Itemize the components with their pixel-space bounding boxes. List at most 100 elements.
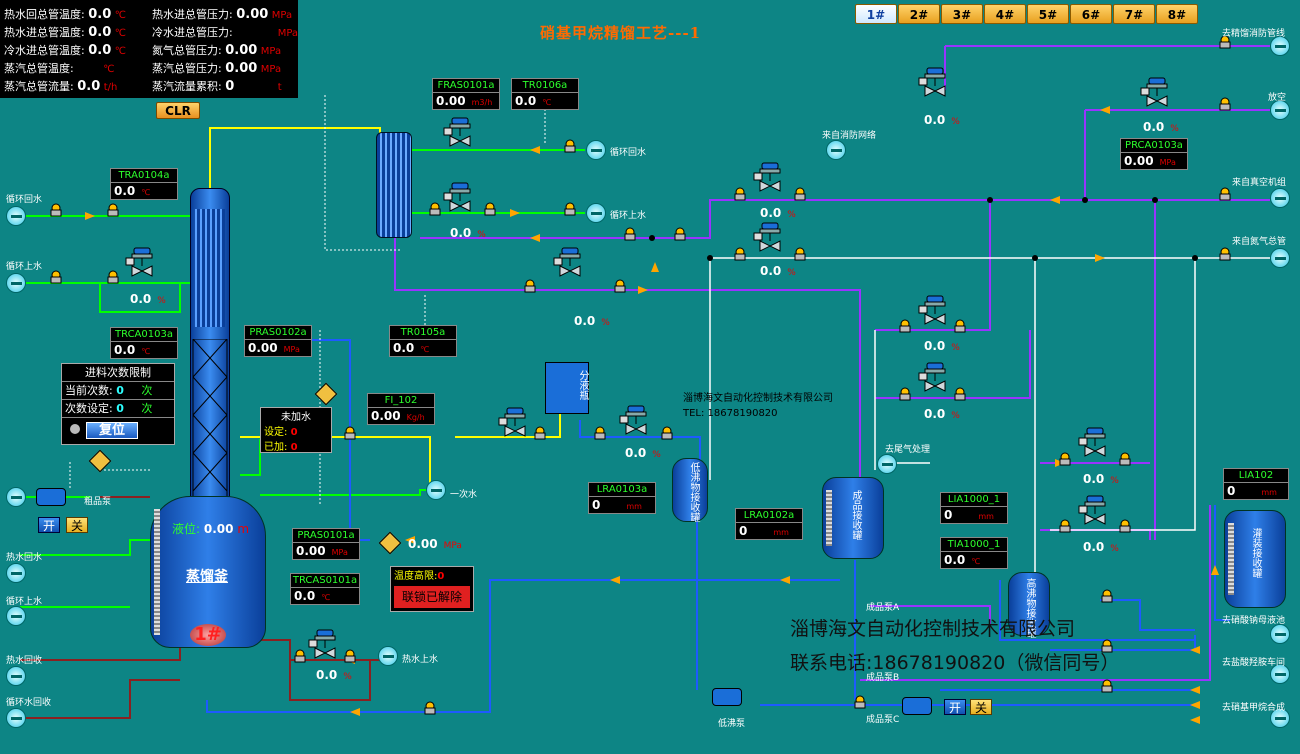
set-count-value[interactable]: 0	[116, 402, 124, 415]
connector-icon[interactable]	[586, 203, 606, 223]
label-recirc-supply-top: 循环上水	[610, 211, 647, 221]
water-feed-panel: 未加水 设定: 0 已加: 0	[260, 407, 332, 453]
connector-icon[interactable]	[378, 646, 398, 666]
connector-icon[interactable]	[6, 206, 26, 226]
label-from-nitrogen: 来自氮气总管	[1232, 237, 1287, 247]
tab-unit-3[interactable]: 3#	[941, 4, 983, 24]
low-boil-pump-label: 低沸泵	[718, 719, 746, 729]
water-feed-title: 未加水	[281, 412, 311, 423]
connector-icon[interactable]	[1270, 624, 1290, 644]
pump-icon[interactable]	[712, 688, 742, 706]
tab-unit-6[interactable]: 6#	[1070, 4, 1112, 24]
valve-readout: 0.0%	[625, 446, 661, 460]
tab-unit-1[interactable]: 1#	[855, 4, 897, 24]
temp-high-value[interactable]: 0	[437, 571, 445, 582]
interlock-released-button[interactable]: 联锁已解除	[394, 586, 470, 608]
valve-readout: 0.0%	[760, 264, 796, 278]
label-recirc-supply-2: 循环上水	[6, 597, 43, 607]
connector-icon[interactable]	[877, 454, 897, 474]
connector-icon[interactable]	[1270, 708, 1290, 728]
tab-unit-8[interactable]: 8#	[1156, 4, 1198, 24]
product-pump-c-label: 成品泵C	[866, 715, 900, 725]
label-to-sodium: 去硝酸钠母液池	[1222, 616, 1286, 626]
valve-readout: 0.0%	[574, 314, 610, 328]
connector-icon[interactable]	[1270, 188, 1290, 208]
connector-icon[interactable]	[826, 140, 846, 160]
connector-icon[interactable]	[1270, 100, 1290, 120]
temperature-alarm-panel: 温度高限:0 联锁已解除	[390, 566, 474, 612]
splitter-label: 分液瓶	[577, 370, 588, 400]
crude-pump-on-button[interactable]: 开	[38, 517, 60, 533]
high-boil-tank	[1008, 572, 1050, 636]
still-label: 蒸馏釜	[186, 569, 228, 585]
label-to-hcl: 去盐酸羟胺车间	[1222, 658, 1286, 668]
valve-readout: 0.0%	[760, 206, 796, 220]
product-tank-label: 成品接收罐	[850, 490, 861, 540]
distillation-column	[190, 188, 230, 500]
connector-icon[interactable]	[6, 666, 26, 686]
water-added-value: 0	[290, 442, 298, 453]
connector-icon[interactable]	[6, 606, 26, 626]
clr-button[interactable]: CLR	[156, 102, 200, 119]
label-recirc-return-left: 循环回水	[6, 195, 43, 205]
connector-icon[interactable]	[6, 708, 26, 728]
current-count-value: 0	[116, 384, 124, 397]
pump-icon[interactable]	[36, 488, 66, 506]
connector-icon[interactable]	[586, 140, 606, 160]
valve-readout: 0.0%	[924, 339, 960, 353]
crude-pump-off-button[interactable]: 关	[66, 517, 88, 533]
connector-icon[interactable]	[426, 480, 446, 500]
splitter-vessel	[545, 362, 589, 414]
feed-limit-title: 进料次数限制	[62, 364, 174, 382]
valve-readout: 0.0%	[1143, 120, 1179, 134]
valve-readout: 0.0%	[316, 668, 352, 682]
tab-unit-2[interactable]: 2#	[898, 4, 940, 24]
set-count-label: 次数设定:	[65, 402, 113, 415]
valve-readout: 0.0%	[1083, 472, 1119, 486]
connector-icon[interactable]	[1270, 248, 1290, 268]
label-primary-water: 一次水	[450, 490, 478, 500]
company-name-watermark: 淄博海文自动化控制技术有限公司	[790, 618, 1076, 640]
product-pump-b-label: 成品泵B	[866, 673, 900, 683]
tab-unit-4[interactable]: 4#	[984, 4, 1026, 24]
label-to-synth: 去硝基甲烷合成	[1222, 703, 1286, 713]
reset-button[interactable]: 复位	[86, 422, 138, 439]
water-added-label: 已加:	[264, 442, 288, 453]
connector-icon[interactable]	[1270, 664, 1290, 684]
connector-icon[interactable]	[6, 273, 26, 293]
still-number-badge: 1#	[190, 624, 226, 646]
water-set-value[interactable]: 0	[290, 427, 298, 438]
label-to-fine-fire: 去精馏消防管线	[1222, 29, 1286, 39]
tab-unit-7[interactable]: 7#	[1113, 4, 1155, 24]
connector-icon[interactable]	[6, 487, 26, 507]
tab-unit-5[interactable]: 5#	[1027, 4, 1069, 24]
temp-high-label: 温度高限:	[394, 571, 438, 582]
connector-icon[interactable]	[6, 563, 26, 583]
hdr-row-2: 热水进总管温度: 0.0 ℃	[4, 25, 126, 40]
product-pump-c-off-button[interactable]: 关	[970, 699, 992, 715]
connector-icon[interactable]	[1270, 36, 1290, 56]
product-tank	[822, 477, 884, 559]
pump-icon[interactable]	[902, 697, 932, 715]
hdr-row-1: 热水回总管温度: 0.0 ℃	[4, 7, 126, 22]
product-pump-c-on-button[interactable]: 开	[944, 699, 966, 715]
company-name-small: 淄博海文自动化控制技术有限公司	[683, 393, 833, 404]
valve-readout: 0.0%	[130, 292, 166, 306]
